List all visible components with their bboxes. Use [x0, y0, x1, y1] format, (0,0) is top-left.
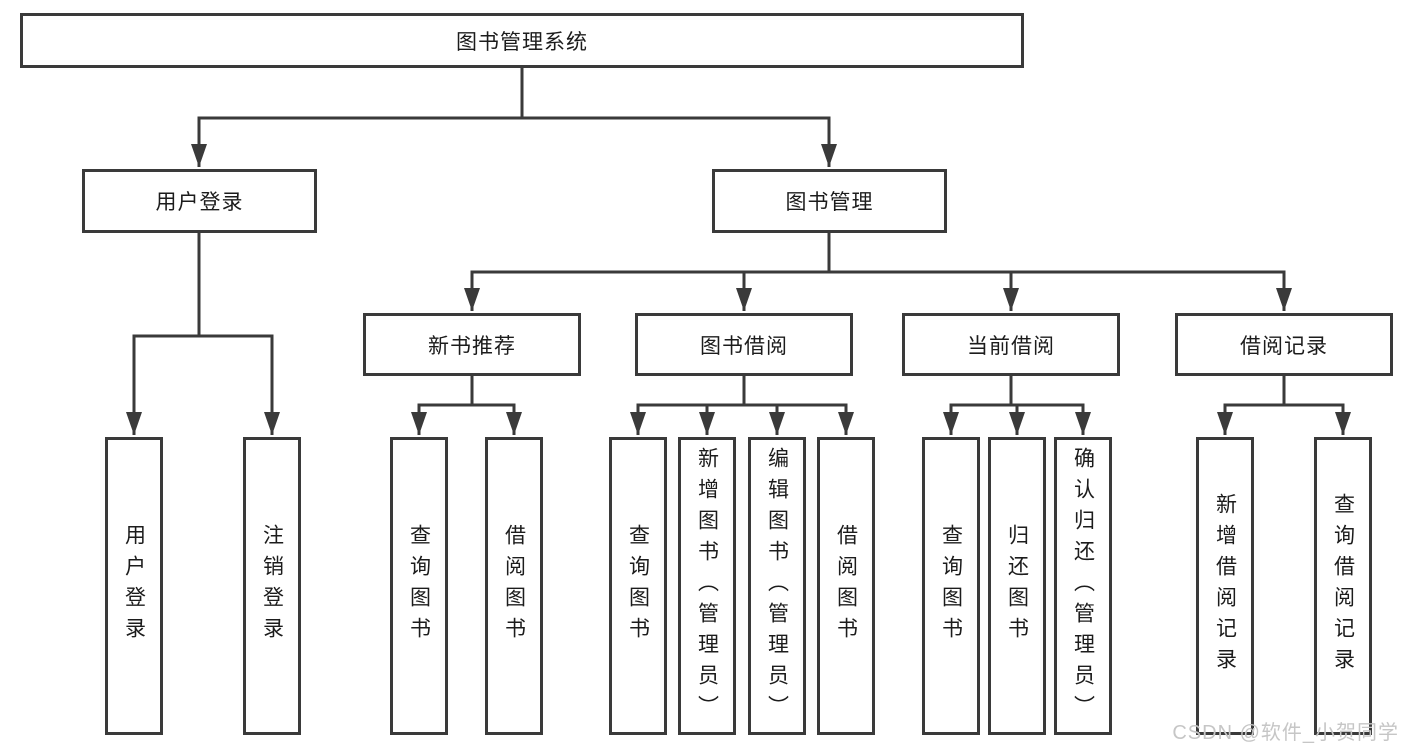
csdn-watermark: CSDN @软件_小贺同学: [1172, 722, 1399, 744]
leaf-borrow-books: 借阅图书: [817, 437, 875, 735]
leaf-label: 新增借阅记录: [1213, 493, 1237, 679]
leaf-label: 编辑图书（管理员）: [765, 446, 789, 726]
leaf-user-login: 用户登录: [105, 437, 163, 735]
leaf-query-books-current: 查询图书: [922, 437, 980, 735]
leaf-label: 注销登录: [260, 524, 284, 648]
leaf-borrow-books-recommend: 借阅图书: [485, 437, 543, 735]
leaf-edit-books-admin: 编辑图书（管理员）: [748, 437, 806, 735]
node-label: 图书管理: [785, 191, 874, 214]
node-book-borrowing: 图书借阅: [635, 313, 853, 376]
leaf-label: 查询图书: [626, 524, 650, 648]
node-new-book-recommend: 新书推荐: [363, 313, 581, 376]
leaf-label: 借阅图书: [502, 524, 526, 648]
leaf-label: 确认归还（管理员）: [1071, 446, 1095, 726]
leaf-label: 归还图书: [1005, 524, 1029, 648]
leaf-label: 新增图书（管理员）: [695, 446, 719, 726]
leaf-confirm-return-admin: 确认归还（管理员）: [1054, 437, 1112, 735]
node-label: 新书推荐: [428, 334, 516, 358]
leaf-query-borrow-record: 查询借阅记录: [1314, 437, 1372, 735]
node-label: 图书借阅: [700, 334, 788, 358]
leaf-add-books-admin: 新增图书（管理员）: [678, 437, 736, 735]
leaf-query-books-recommend: 查询图书: [390, 437, 448, 735]
node-current-borrowing: 当前借阅: [902, 313, 1120, 376]
node-user-login: 用户登录: [82, 169, 317, 233]
leaf-label: 用户登录: [122, 524, 146, 648]
node-label: 借阅记录: [1240, 334, 1328, 358]
leaf-label: 借阅图书: [834, 524, 858, 648]
leaf-logout: 注销登录: [243, 437, 301, 735]
node-library-management-system: 图书管理系统: [20, 13, 1024, 68]
node-label: 用户登录: [155, 191, 244, 214]
leaf-return-books: 归还图书: [988, 437, 1046, 735]
leaf-query-books-borrowing: 查询图书: [609, 437, 667, 735]
leaf-label: 查询图书: [939, 524, 963, 648]
leaf-label: 查询借阅记录: [1331, 493, 1355, 679]
node-label: 当前借阅: [967, 334, 1055, 358]
leaf-label: 查询图书: [407, 524, 431, 648]
leaf-add-borrow-record: 新增借阅记录: [1196, 437, 1254, 735]
node-book-management: 图书管理: [712, 169, 947, 233]
node-label: 图书管理系统: [456, 30, 588, 54]
node-borrowing-records: 借阅记录: [1175, 313, 1393, 376]
